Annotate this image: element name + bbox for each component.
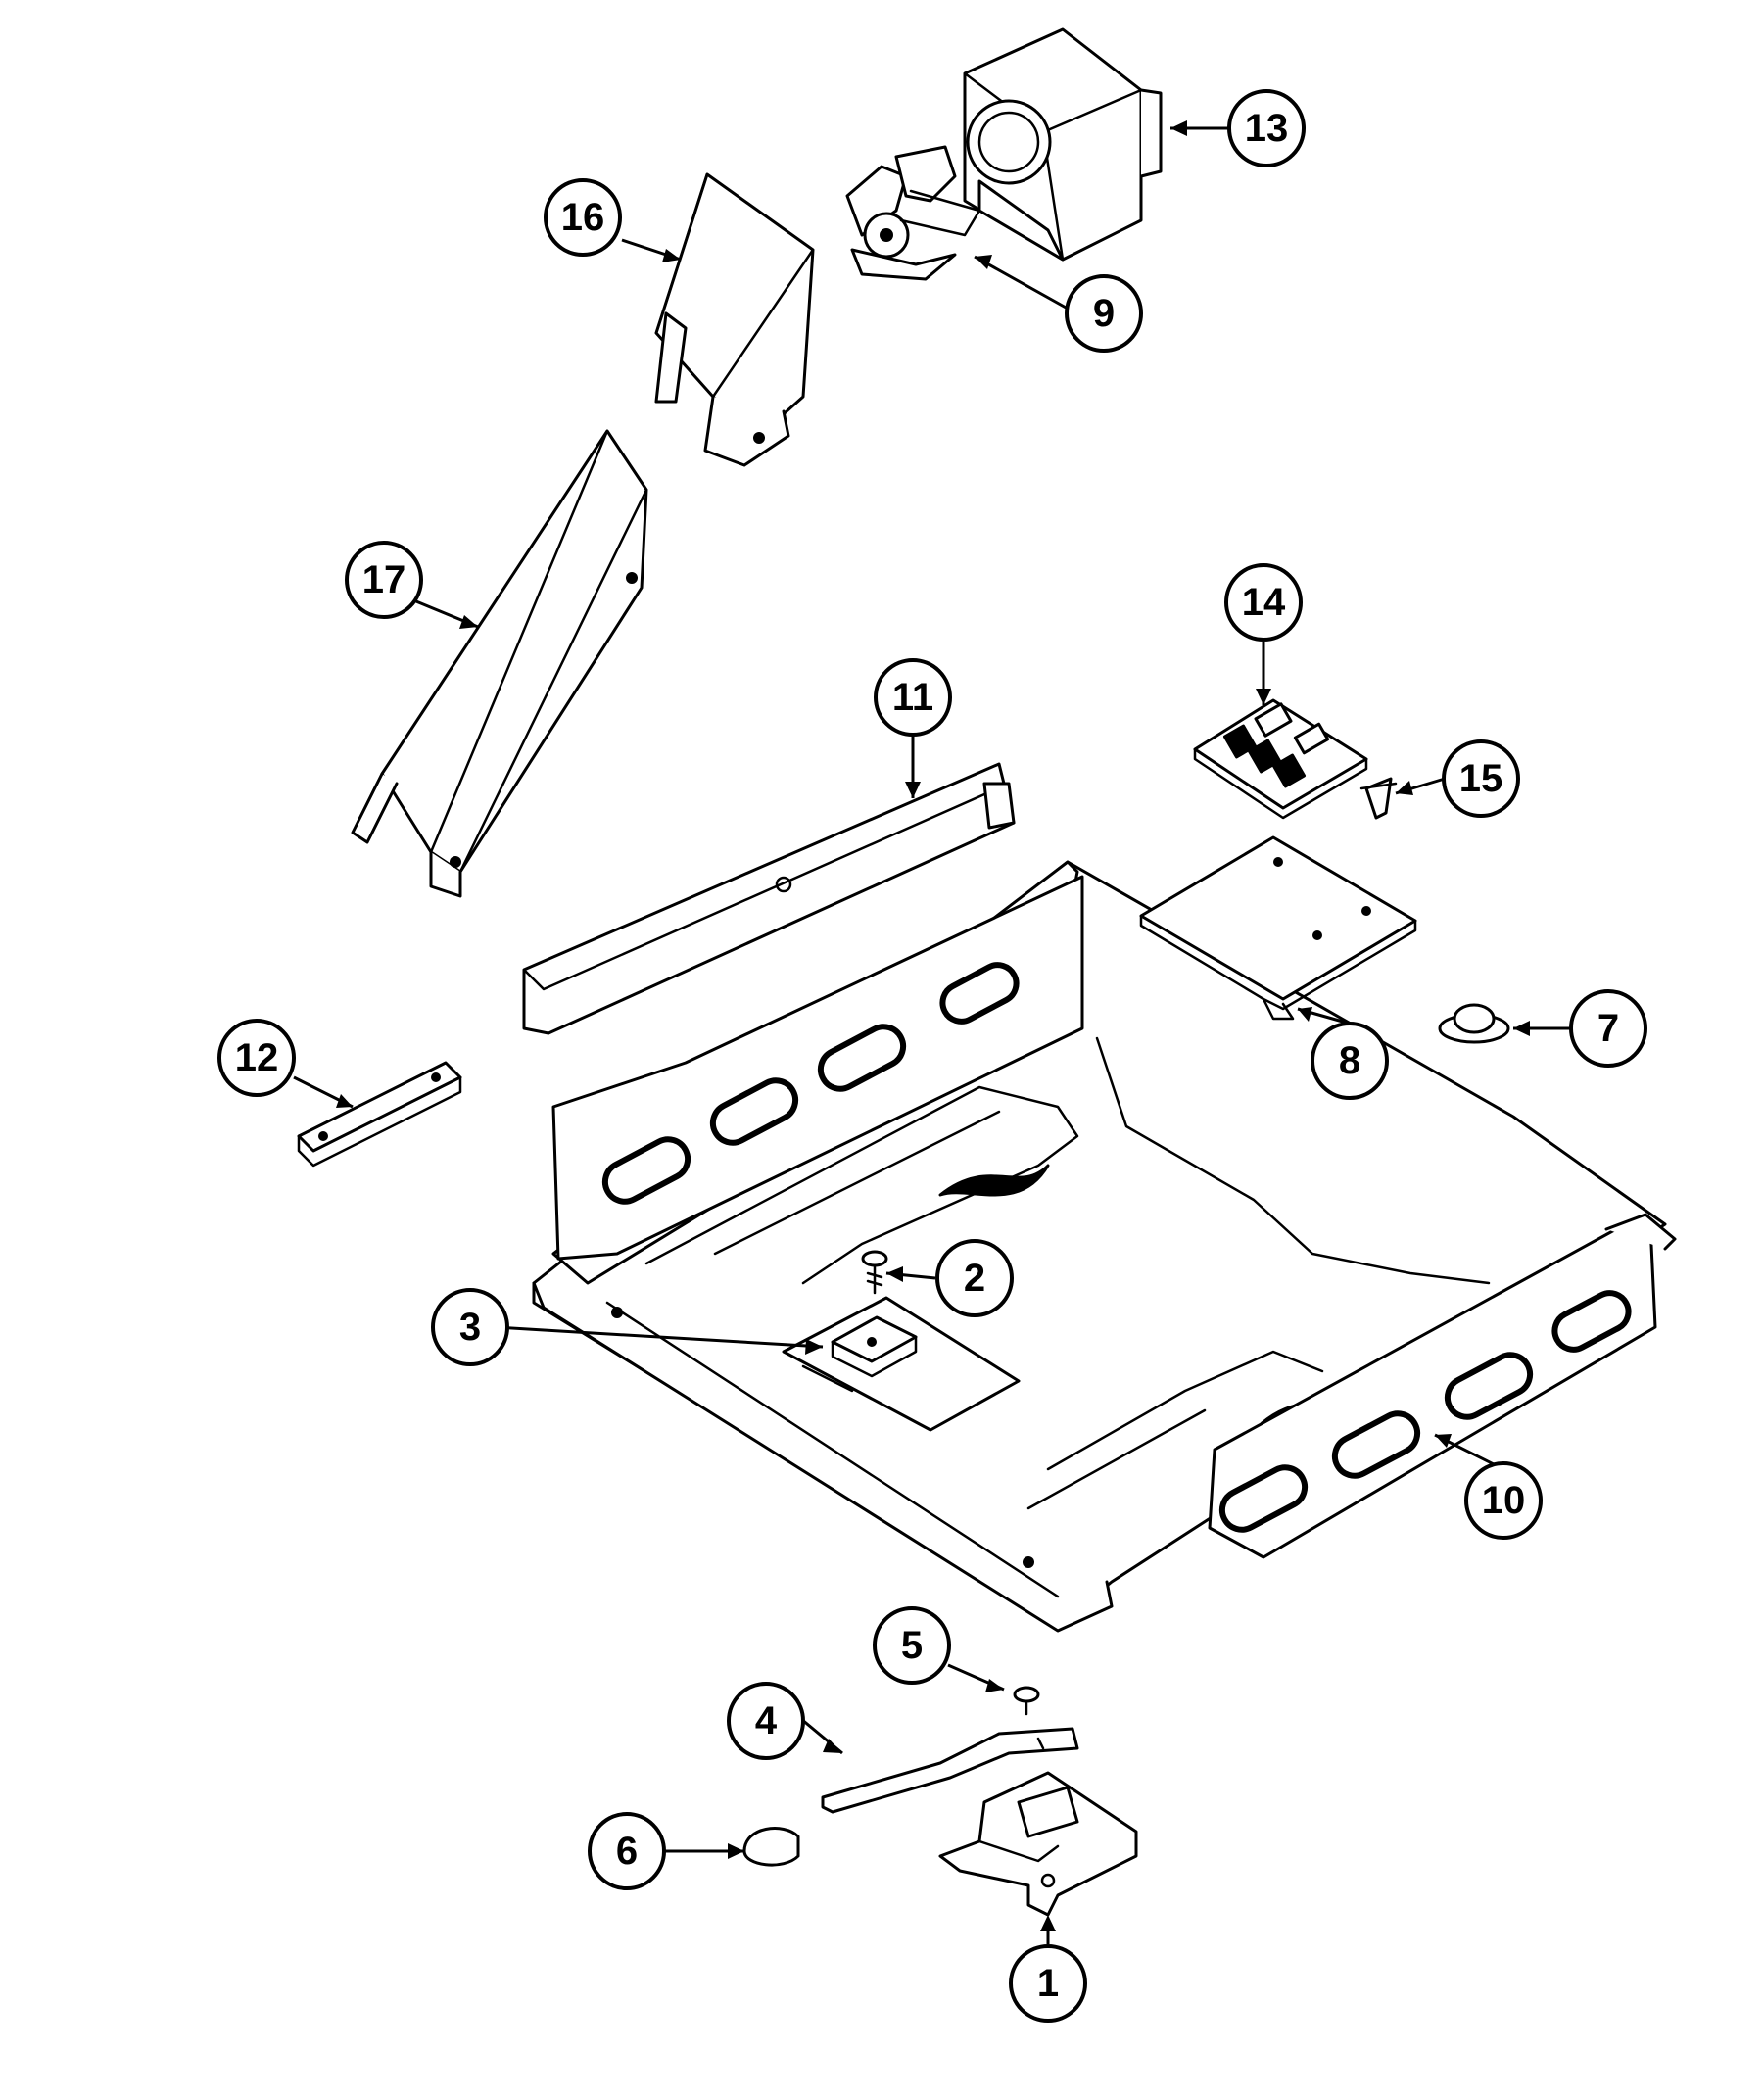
callout-15: 15 xyxy=(1442,739,1520,818)
callout-13-label: 13 xyxy=(1245,107,1289,150)
callout-11: 11 xyxy=(874,658,952,737)
callout-15-label: 15 xyxy=(1459,757,1503,800)
callout-2: 2 xyxy=(935,1239,1014,1317)
callout-4-label: 4 xyxy=(755,1699,778,1742)
callout-8-label: 8 xyxy=(1339,1039,1360,1082)
part-12-bracket xyxy=(297,1061,462,1168)
part-15-standoff xyxy=(1359,777,1398,820)
callout-3-label: 3 xyxy=(459,1306,481,1349)
part-8-cover-plate xyxy=(1139,835,1417,1021)
part-3-switch xyxy=(831,1315,918,1378)
callout-9: 9 xyxy=(1065,274,1143,353)
callout-1: 1 xyxy=(1009,1944,1087,2023)
part-16-duct xyxy=(654,172,815,467)
callout-12-label: 12 xyxy=(235,1036,279,1079)
callout-14-label: 14 xyxy=(1242,581,1286,624)
part-13-blower-housing xyxy=(963,27,1163,262)
callout-16-label: 16 xyxy=(561,196,605,239)
callout-4: 4 xyxy=(727,1682,805,1760)
part-1-latch-assembly xyxy=(938,1771,1138,1917)
leader-lines xyxy=(293,120,1572,1944)
part-9-blower-motor xyxy=(845,145,981,281)
callout-17-label: 17 xyxy=(362,558,406,601)
callout-2-label: 2 xyxy=(964,1257,985,1300)
part-7-thermostat xyxy=(1438,1003,1510,1044)
callout-17: 17 xyxy=(345,541,423,619)
callout-13: 13 xyxy=(1227,89,1306,167)
part-11-rail xyxy=(522,762,1016,1035)
callout-9-label: 9 xyxy=(1093,292,1115,335)
callout-6-label: 6 xyxy=(616,1830,638,1873)
callout-10: 10 xyxy=(1464,1461,1543,1540)
callout-8: 8 xyxy=(1311,1022,1389,1100)
callout-14: 14 xyxy=(1224,563,1303,642)
callout-5: 5 xyxy=(873,1606,951,1685)
callout-1-label: 1 xyxy=(1037,1962,1059,2005)
callout-12: 12 xyxy=(217,1019,296,1097)
part-6-bumper xyxy=(742,1827,800,1867)
callout-11-label: 11 xyxy=(892,676,933,719)
part-5-screw xyxy=(1013,1686,1040,1716)
callout-6: 6 xyxy=(588,1812,666,1890)
part-14-control-board xyxy=(1193,698,1368,820)
part-2-screw xyxy=(861,1250,888,1295)
part-4-latch-rod xyxy=(821,1727,1079,1814)
callout-5-label: 5 xyxy=(901,1624,923,1667)
callout-10-label: 10 xyxy=(1482,1479,1526,1522)
callout-3: 3 xyxy=(431,1288,509,1366)
callout-7: 7 xyxy=(1569,989,1647,1068)
part-17-long-channel xyxy=(351,429,648,898)
callout-7-label: 7 xyxy=(1597,1007,1619,1050)
callout-16: 16 xyxy=(544,178,622,257)
